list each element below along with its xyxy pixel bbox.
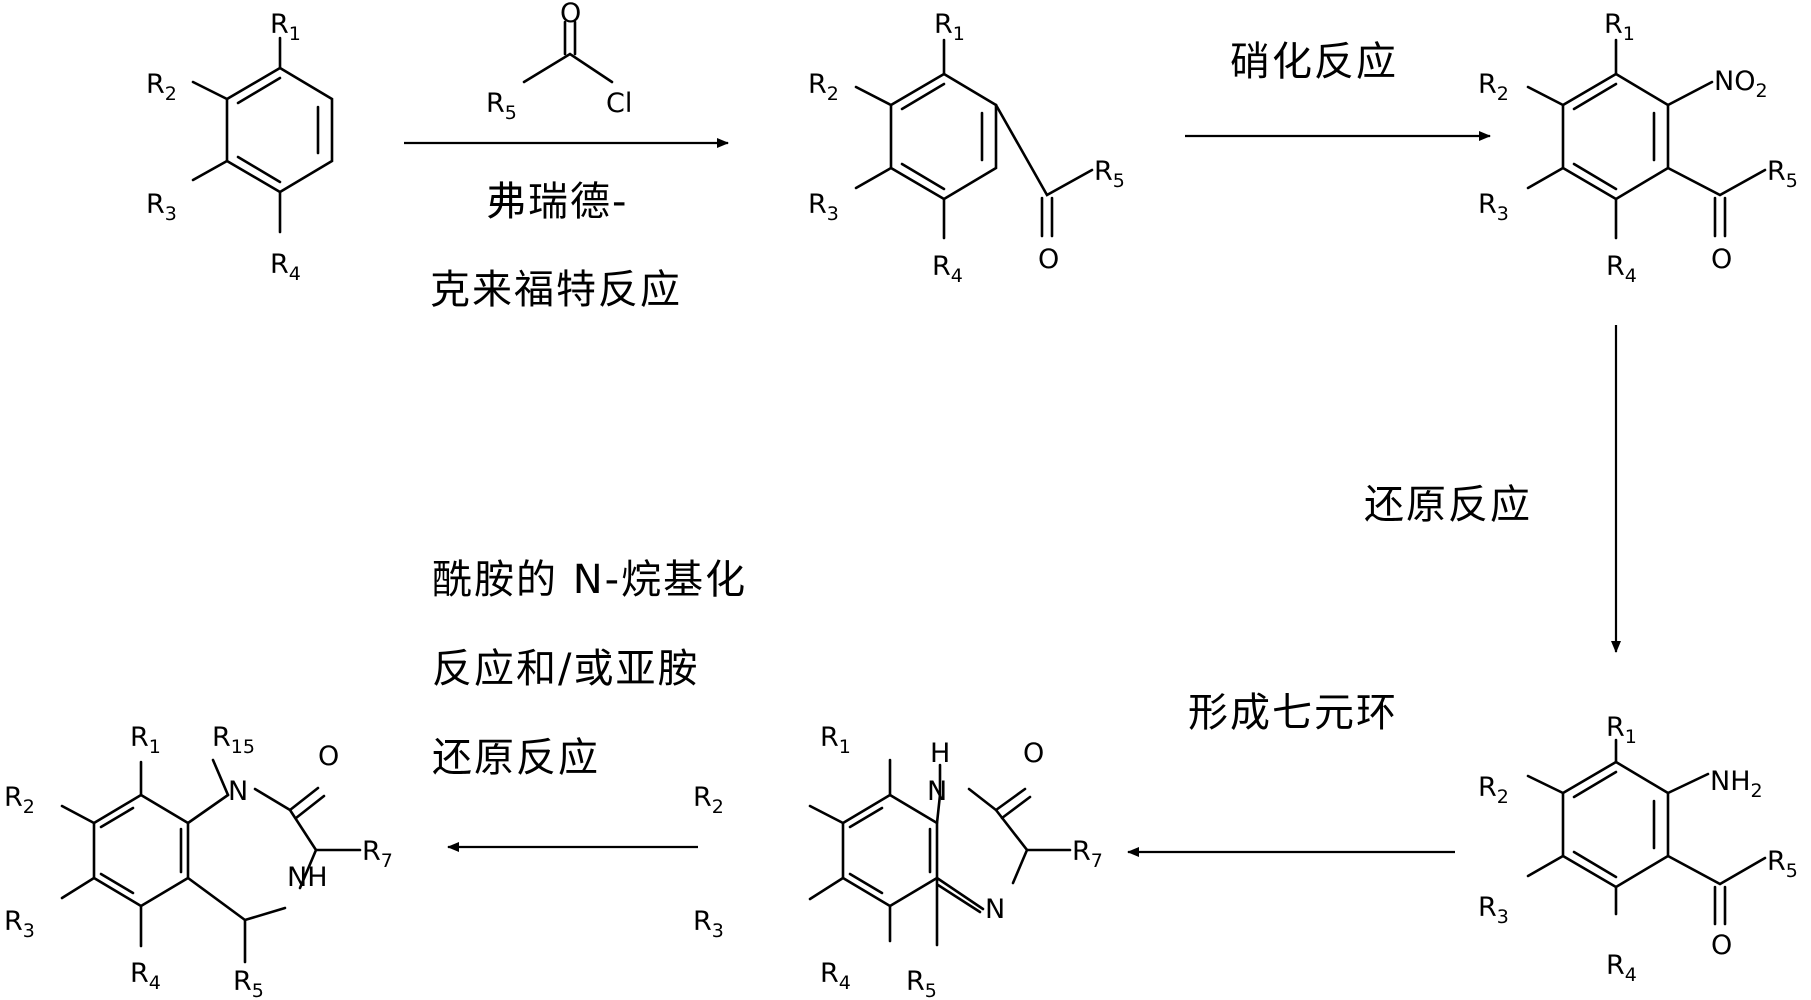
- c3-o: O: [1711, 244, 1732, 275]
- step5-label-line2: 反应和/或亚胺: [432, 646, 699, 692]
- c5-o: O: [1023, 738, 1044, 769]
- reagent-r5: R5: [486, 88, 517, 124]
- c5-h: H: [930, 738, 950, 769]
- c6-r4: R4: [130, 958, 161, 994]
- c6-r1: R1: [130, 722, 161, 758]
- c3-r1: R1: [1604, 9, 1635, 45]
- amino-aryl-ketone: R1 R2 R3 R4 NH2 R5 O: [1478, 712, 1798, 986]
- benzodiazepinone-imine: H N O N R1 R2 R3 R4 R5 R7: [693, 722, 1103, 1000]
- step5-label-line1: 酰胺的 N-烷基化: [432, 557, 747, 603]
- c2-r3: R3: [808, 189, 839, 225]
- c4-r3: R3: [1478, 892, 1509, 928]
- c5-r4: R4: [820, 958, 851, 994]
- c6-r3: R3: [4, 906, 35, 942]
- c4-r2: R2: [1478, 772, 1509, 808]
- reagent-o: O: [560, 0, 581, 29]
- benzodiazepinone-final: N NH O R15 R1 R2 R3 R4 R5 R7: [4, 722, 393, 1000]
- c5-r2: R2: [693, 782, 724, 818]
- c3-r4: R4: [1606, 251, 1637, 287]
- c2-r4: R4: [932, 251, 963, 287]
- c5-n1: N: [927, 776, 947, 807]
- c2-r1: R1: [934, 9, 965, 45]
- c3-r2: R2: [1478, 69, 1509, 105]
- c2-r5: R5: [1094, 156, 1125, 192]
- c3-r5: R5: [1767, 156, 1798, 192]
- acyl-chloride-reagent: O R5 Cl: [486, 0, 632, 124]
- nitro-aryl-ketone: R1 R2 R3 R4 NO2 R5 O: [1478, 9, 1798, 287]
- c4-r4: R4: [1606, 950, 1637, 986]
- c4-nh2: NH2: [1710, 766, 1763, 802]
- c5-r7: R7: [1072, 836, 1103, 872]
- c6-r2: R2: [4, 782, 35, 818]
- c5-r3: R3: [693, 906, 724, 942]
- step5-label-line3: 还原反应: [432, 735, 600, 781]
- c6-r5: R5: [233, 966, 264, 1000]
- c6-n: N: [228, 776, 248, 807]
- c3-r3: R3: [1478, 189, 1509, 225]
- step4-label: 形成七元环: [1188, 690, 1398, 736]
- step3-label: 还原反应: [1364, 482, 1532, 528]
- c6-nh: NH: [287, 862, 328, 893]
- c6-r7: R7: [362, 836, 393, 872]
- c5-r1: R1: [820, 722, 851, 758]
- step1-label-line2: 克来福特反应: [430, 267, 682, 313]
- c1-r1: R1: [270, 9, 301, 45]
- reagent-cl: Cl: [606, 88, 632, 119]
- c1-r2: R2: [146, 69, 177, 105]
- c4-r1: R1: [1606, 712, 1637, 748]
- c1-r3: R3: [146, 189, 177, 225]
- c4-o: O: [1711, 930, 1732, 961]
- c4-r5: R5: [1767, 846, 1798, 882]
- c6-o: O: [318, 741, 339, 772]
- starting-benzene: R1 R2 R3 R4: [146, 9, 332, 285]
- step1-label-line1: 弗瑞德-: [486, 179, 628, 225]
- c6-r15: R15: [212, 722, 255, 758]
- step2-label: 硝化反应: [1230, 39, 1398, 85]
- c2-o: O: [1038, 244, 1059, 275]
- c2-r2: R2: [808, 69, 839, 105]
- c5-n2: N: [985, 894, 1005, 925]
- c3-no2: NO2: [1714, 66, 1768, 102]
- aryl-ketone: R1 R2 R3 R4 R5 O: [808, 9, 1125, 287]
- c5-r5: R5: [906, 966, 937, 1000]
- c1-r4: R4: [270, 249, 301, 285]
